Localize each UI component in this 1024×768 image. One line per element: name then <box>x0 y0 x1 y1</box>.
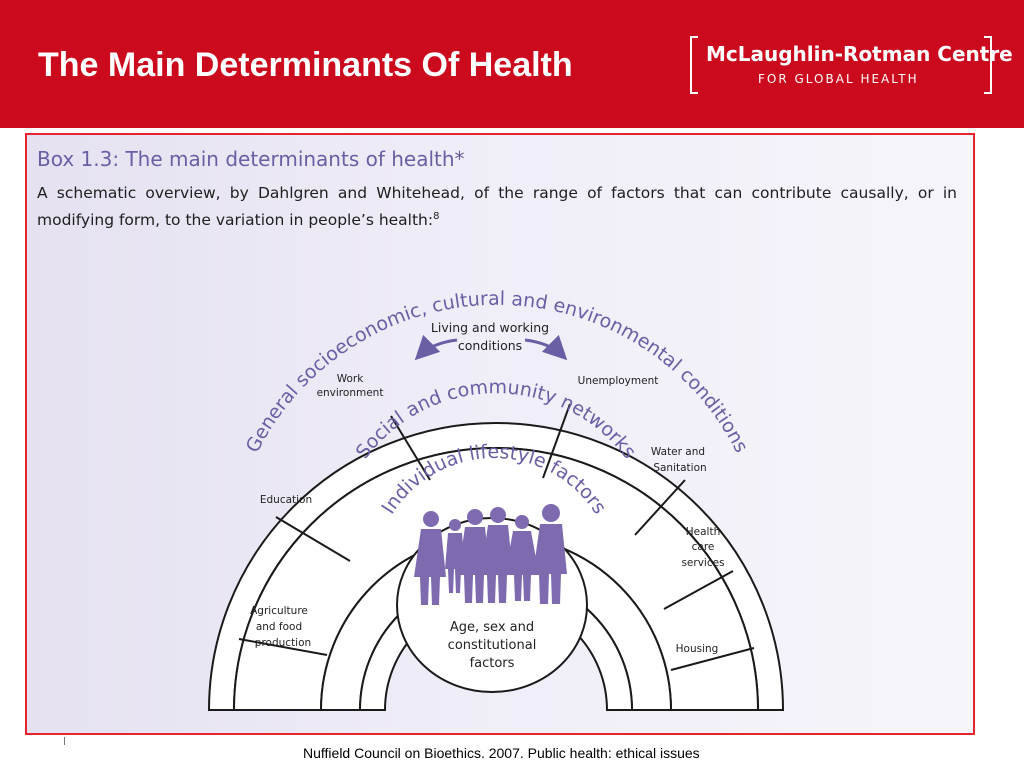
slide-footer-citation: Nuffield Council on Bioethics. 2007. Pub… <box>303 745 700 761</box>
segment-dividers <box>238 403 755 671</box>
svg-text:constitutional: constitutional <box>448 638 537 653</box>
core-label: Age, sex and constitutional factors <box>448 620 537 671</box>
slide-title: The Main Determinants Of Health <box>38 46 573 84</box>
logo-line2: FOR GLOBAL HEALTH <box>758 72 919 86</box>
logo-bracket-left <box>690 36 698 94</box>
segment-housing: Housing <box>676 643 719 655</box>
svg-text:services: services <box>681 557 724 569</box>
svg-text:care: care <box>692 541 715 553</box>
segment-education: Education <box>260 494 312 506</box>
slide-header: The Main Determinants Of Health McLaughl… <box>0 0 1024 128</box>
svg-text:factors: factors <box>470 656 515 671</box>
svg-text:production: production <box>255 637 311 649</box>
determinants-diagram: General socioeconomic, cultural and envi… <box>207 288 785 711</box>
page-mark <box>64 737 65 745</box>
segment-health-care: Health care services <box>681 526 724 569</box>
people-silhouettes-icon <box>414 504 567 605</box>
svg-text:Housing: Housing <box>676 643 719 655</box>
logo-bracket-right <box>984 36 992 94</box>
segment-agriculture: Agriculture and food production <box>250 605 311 649</box>
arrow-left <box>414 334 458 361</box>
segment-work-environment: Work environment <box>317 373 384 399</box>
svg-text:Health: Health <box>686 526 720 538</box>
svg-text:environment: environment <box>317 387 384 399</box>
box-description: A schematic overview, by Dahlgren and Wh… <box>37 184 957 230</box>
svg-text:and food: and food <box>256 621 302 633</box>
segment-water-sanitation: Water and Sanitation <box>651 446 707 474</box>
footnote-ref: 8 <box>433 211 440 222</box>
svg-text:Age, sex and: Age, sex and <box>450 620 534 635</box>
svg-text:Living and working: Living and working <box>431 320 549 335</box>
svg-text:Unemployment: Unemployment <box>578 375 659 387</box>
logo-line1: McLaughlin-Rotman Centre <box>706 42 1013 66</box>
svg-text:Agriculture: Agriculture <box>250 605 308 617</box>
box-title: Box 1.3: The main determinants of health… <box>37 147 465 171</box>
svg-text:Sanitation: Sanitation <box>653 462 706 474</box>
arrow-right <box>524 334 568 361</box>
svg-text:Work: Work <box>337 373 365 385</box>
living-working-label: Living and working conditions <box>431 320 549 353</box>
segment-unemployment: Unemployment <box>578 375 659 387</box>
svg-text:conditions: conditions <box>458 338 522 353</box>
figure-box: General socioeconomic, cultural and envi… <box>25 133 975 735</box>
svg-text:Water and: Water and <box>651 446 705 458</box>
svg-text:Education: Education <box>260 494 312 506</box>
mrc-logo: McLaughlin-Rotman Centre FOR GLOBAL HEAL… <box>690 36 1013 94</box>
